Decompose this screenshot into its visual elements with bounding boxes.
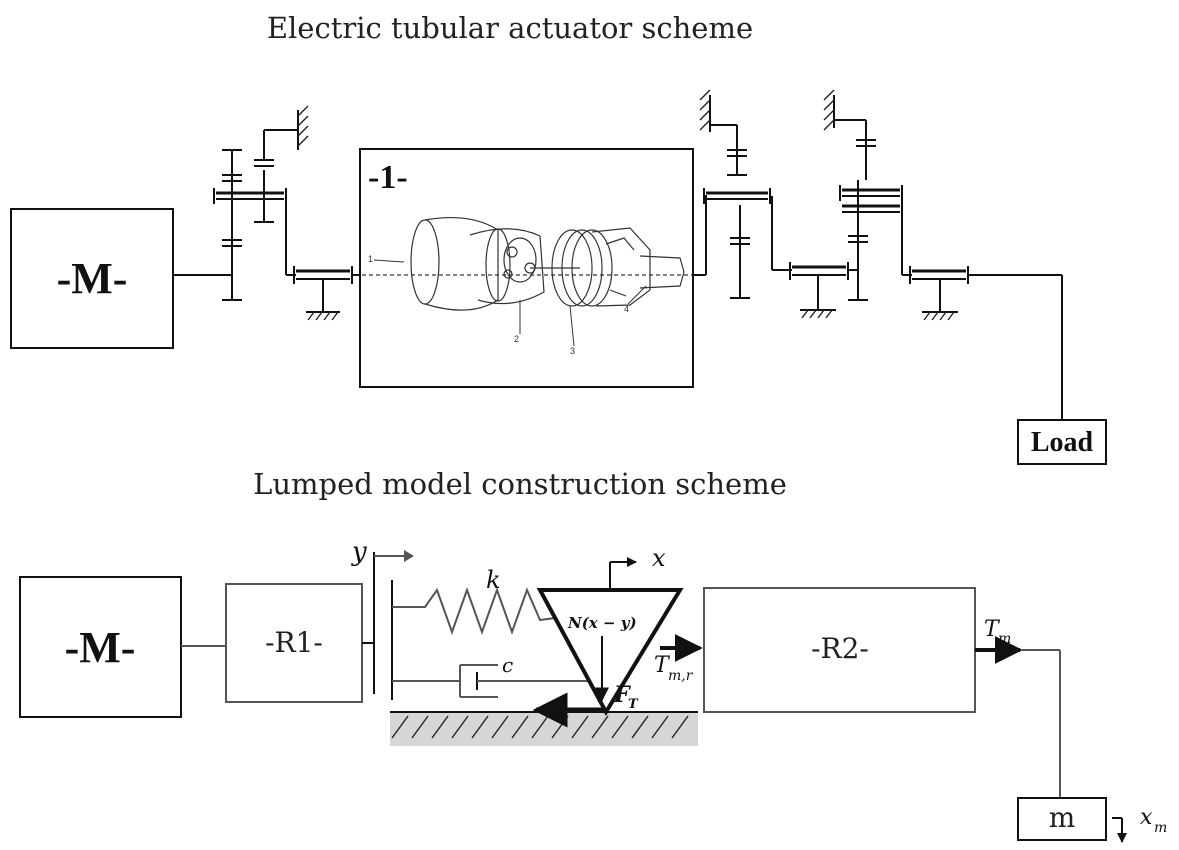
ground xyxy=(390,711,698,746)
callout-4: 4 xyxy=(624,304,629,314)
r1-label: -R1- xyxy=(265,626,323,659)
mass-block: m xyxy=(1017,797,1107,841)
callout-3: 3 xyxy=(570,346,575,356)
svg-text:T: T xyxy=(654,653,671,678)
load-label: Load xyxy=(1031,427,1094,458)
bottom-scheme-title: Lumped model construction scheme xyxy=(253,467,787,501)
normal-force-label: N(x − y) xyxy=(567,614,637,632)
svg-text:m: m xyxy=(998,631,1011,647)
torque-mr-label: T m,r xyxy=(654,653,694,684)
k-symbol: k xyxy=(486,566,501,594)
svg-text:T: T xyxy=(628,697,639,712)
torque-m-label: T m xyxy=(984,617,1011,647)
load-block: Load xyxy=(1017,419,1107,465)
bottom-motor-block: -M- xyxy=(19,576,182,718)
svg-text:T: T xyxy=(984,617,1001,642)
mass-label: m xyxy=(1049,801,1076,834)
top-motor-label: -M- xyxy=(57,254,128,303)
r2-label: -R2- xyxy=(811,632,869,665)
callout-1: 1 xyxy=(368,254,373,264)
bottom-motor-label: -M- xyxy=(65,623,136,672)
unit-label: -1- xyxy=(368,159,408,196)
svg-text:m: m xyxy=(1154,820,1167,836)
svg-text:F: F xyxy=(613,682,631,708)
actuator-unit-block: -1- 1 2 3 4 xyxy=(359,148,694,388)
top-scheme-title: Electric tubular actuator scheme xyxy=(267,11,753,45)
y-symbol: y xyxy=(351,537,367,567)
callout-2: 2 xyxy=(514,334,519,344)
xm-label: x m xyxy=(1140,805,1167,836)
damper-c xyxy=(392,664,605,698)
friction-force-label: F T xyxy=(613,682,639,712)
x-symbol: x xyxy=(652,544,666,572)
spring-k xyxy=(392,587,556,635)
r1-block: -R1- xyxy=(225,583,363,703)
r2-block: -R2- xyxy=(703,587,976,713)
gear-train-right-1 xyxy=(693,89,849,319)
top-motor-block: -M- xyxy=(10,208,174,349)
c-symbol: c xyxy=(502,653,513,677)
friction-wedge xyxy=(532,557,703,728)
gear-train-right-2 xyxy=(823,89,1063,420)
gear-train-left xyxy=(173,105,362,321)
svg-text:m,r: m,r xyxy=(668,668,694,684)
roller-screw-illustration xyxy=(362,216,692,311)
svg-text:x: x xyxy=(1140,805,1153,830)
